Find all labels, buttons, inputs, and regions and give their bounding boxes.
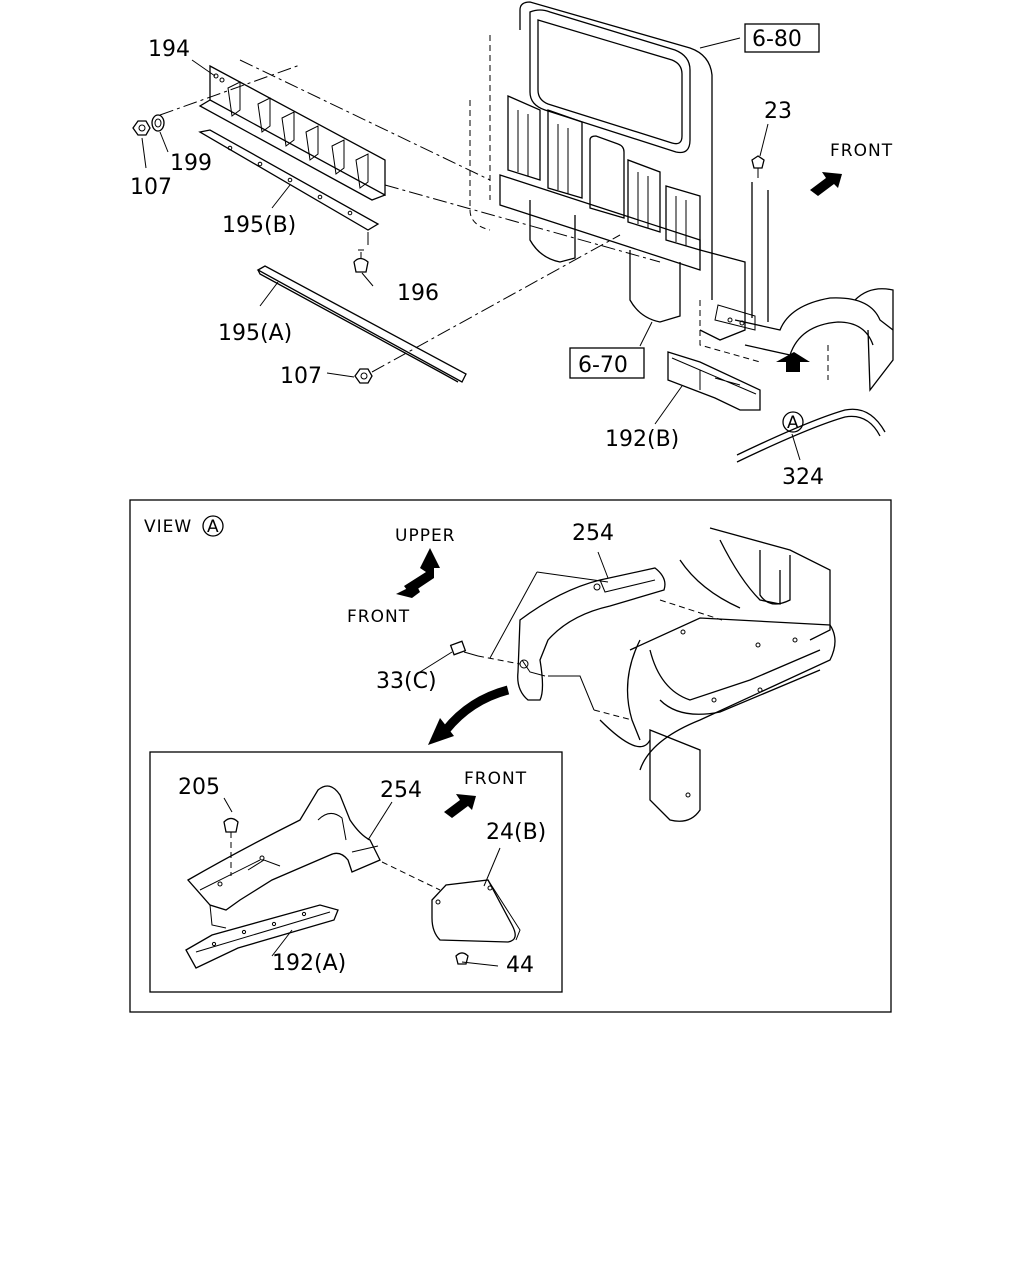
part-195a-strip	[256, 265, 467, 383]
callout-254-inset: 254	[380, 778, 422, 803]
callout-194: 194	[148, 37, 190, 62]
part-195b-gasket	[198, 129, 380, 231]
curved-arrow-icon	[428, 685, 510, 745]
view-a-frame	[129, 499, 892, 1013]
circle-a-letter: A	[787, 413, 800, 433]
circle-a-marker	[782, 411, 804, 433]
inset-part-192a	[185, 904, 339, 969]
part-23-clip	[751, 155, 765, 178]
callout-24b: 24(B)	[486, 820, 546, 845]
view-marker-circle	[202, 515, 224, 537]
view-marker-letter: A	[207, 517, 220, 537]
upper-front-arrows-icon	[396, 548, 440, 598]
view-part-33c-bolt	[449, 640, 479, 657]
ref-box-680	[744, 23, 820, 53]
part-324-seal	[736, 408, 886, 463]
inset-part-254	[186, 785, 381, 929]
callout-192b: 192(B)	[605, 427, 679, 452]
front-label-inset: FRONT	[464, 769, 527, 789]
callout-205: 205	[178, 775, 220, 800]
callout-23: 23	[764, 99, 792, 124]
front-label-view: FRONT	[347, 607, 410, 627]
part-107-nut-top	[132, 120, 151, 136]
ref-670: 6-70	[578, 353, 628, 378]
callout-254-view: 254	[572, 521, 614, 546]
view-part-254	[517, 567, 666, 701]
cab-rear-panel	[469, 1, 894, 392]
view-a-fender	[599, 527, 836, 822]
part-196-clip	[353, 249, 369, 273]
part-194-bracket	[198, 64, 386, 201]
part-192b-guard	[667, 351, 761, 411]
front-arrow-top-icon	[810, 172, 842, 196]
upper-label: UPPER	[395, 526, 456, 546]
callout-195b: 195(B)	[222, 213, 296, 238]
inset-frame	[149, 751, 563, 993]
leader-lines-top	[141, 37, 801, 461]
callout-324: 324	[782, 465, 824, 490]
ref-box-670	[569, 347, 645, 379]
view-a-arrow-icon	[776, 352, 810, 372]
inset-front-arrow-icon	[444, 794, 476, 818]
part-107-nut-mid	[354, 368, 373, 384]
callout-107-top: 107	[130, 175, 172, 200]
part-199-washer	[151, 114, 165, 132]
inset-part-24b	[431, 879, 521, 943]
leader-lines-view	[419, 551, 723, 721]
callout-199: 199	[170, 151, 212, 176]
callout-107-mid: 107	[280, 364, 322, 389]
ref-680: 6-80	[752, 27, 802, 52]
callout-192a: 192(A)	[272, 951, 346, 976]
callout-33c: 33(C)	[376, 669, 437, 694]
callout-196: 196	[397, 281, 439, 306]
leader-lines-inset	[223, 797, 501, 967]
front-label-top: FRONT	[830, 141, 893, 161]
callout-44: 44	[506, 953, 534, 978]
view-label: VIEW	[144, 517, 192, 537]
callout-195a: 195(A)	[218, 321, 292, 346]
inset-part-205-plug	[223, 817, 239, 876]
